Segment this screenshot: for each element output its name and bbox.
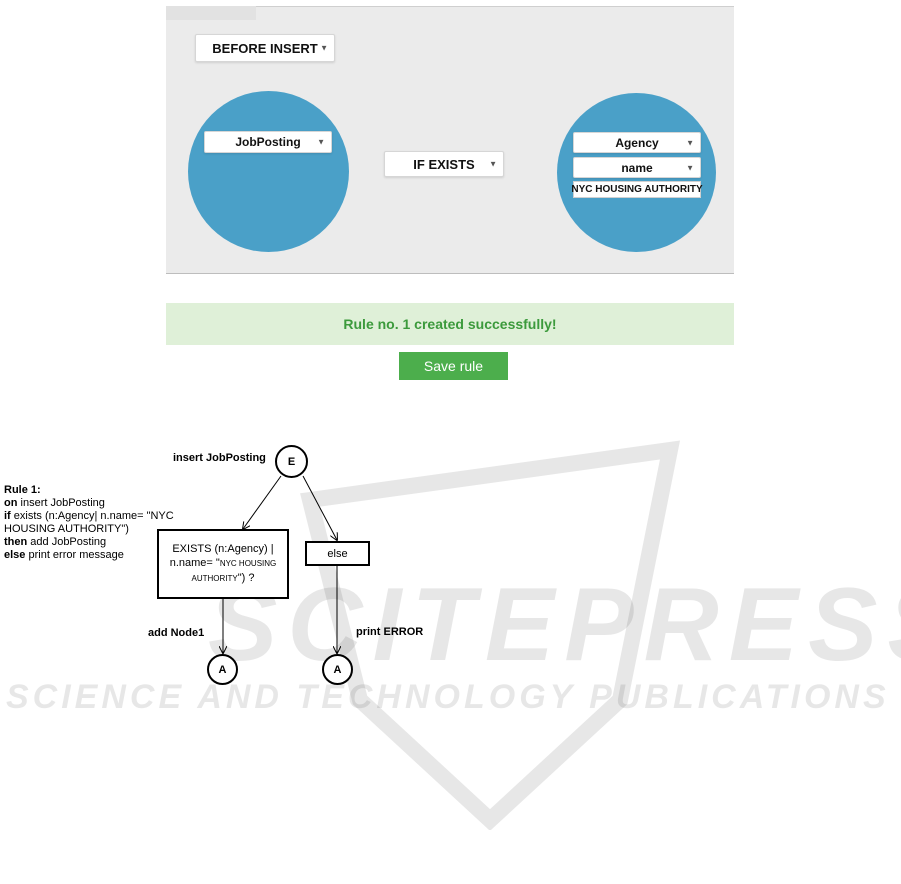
edge-start-to-else	[302, 475, 337, 540]
rule-line: on insert JobPosting	[4, 497, 105, 509]
success-alert-message: Rule no. 1 created successfully!	[343, 316, 557, 332]
chevron-down-icon: ▼	[320, 43, 328, 53]
panel-tab-stub	[166, 6, 256, 20]
left-node-label-value: JobPosting	[235, 135, 301, 149]
chevron-down-icon: ▼	[686, 138, 694, 147]
add-node-label: add Node1	[148, 627, 205, 639]
condition-select-value: IF EXISTS	[413, 156, 475, 172]
left-node-label-select[interactable]: JobPosting ▼	[204, 131, 332, 153]
save-rule-button[interactable]: Save rule	[399, 352, 508, 380]
rule-heading: Rule 1:	[4, 484, 41, 496]
end-node-right: A	[322, 654, 353, 685]
chevron-down-icon: ▼	[686, 163, 694, 172]
success-alert: Rule no. 1 created successfully!	[166, 303, 734, 345]
start-node: E	[275, 445, 308, 478]
rule-line: then add JobPosting	[4, 536, 107, 548]
end-node-left: A	[207, 654, 238, 685]
start-label: insert JobPosting	[173, 452, 266, 464]
right-node-value-input[interactable]: NYC HOUSING AUTHORITY	[571, 181, 703, 198]
else-box: else	[305, 541, 370, 566]
rule-line: HOUSING AUTHORITY")	[4, 523, 129, 535]
right-node-property-value: name	[621, 160, 653, 175]
trigger-select[interactable]: BEFORE INSERT ▼	[195, 34, 335, 62]
edge-start-to-exists	[243, 475, 282, 529]
rule-line: if exists (n:Agency| n.name= "NYC	[4, 510, 174, 522]
chevron-down-icon: ▼	[489, 159, 497, 169]
exists-condition-box: EXISTS (n:Agency) | n.name= "NYC HOUSING…	[157, 529, 289, 599]
right-node-label-select[interactable]: Agency ▼	[573, 132, 701, 153]
chevron-down-icon: ▼	[317, 137, 325, 147]
print-error-label: print ERROR	[356, 626, 424, 638]
trigger-select-value: BEFORE INSERT	[212, 40, 318, 56]
rule-description: Rule 1: on insert JobPosting if exists (…	[4, 484, 174, 562]
condition-select[interactable]: IF EXISTS ▼	[384, 151, 504, 177]
right-node-property-select[interactable]: name ▼	[573, 157, 701, 178]
right-node-value-text: NYC HOUSING AUTHORITY	[571, 184, 703, 195]
rule-line: else print error message	[4, 549, 124, 561]
left-node-circle	[188, 91, 349, 252]
right-node-label-value: Agency	[615, 135, 659, 150]
